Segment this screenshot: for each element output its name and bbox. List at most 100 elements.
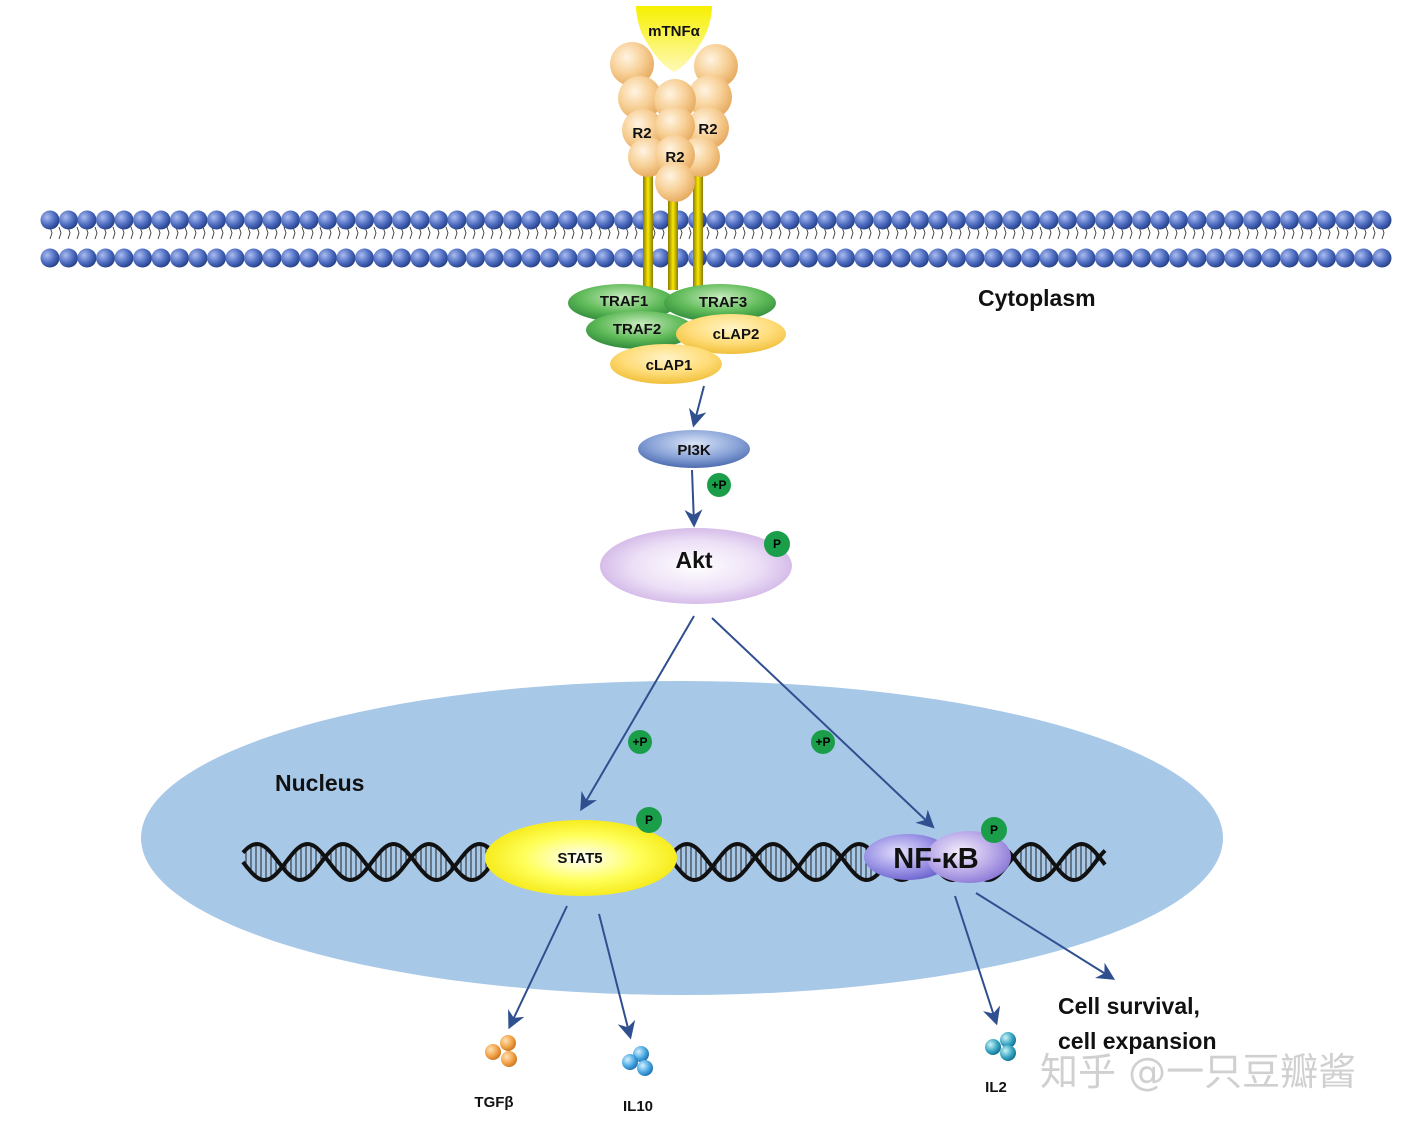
lipid-head (1002, 210, 1022, 230)
lipid-head (207, 248, 226, 268)
nucleus-label: Nucleus (275, 770, 364, 796)
pi3k-label: PI3K (677, 442, 711, 459)
arrow-nfkb-to-il2 (954, 895, 1001, 1026)
lipid-head (188, 210, 208, 230)
lipid-head (133, 210, 152, 230)
lipid-head (1113, 248, 1133, 268)
lipid-head (336, 248, 356, 268)
lipid-head (392, 248, 411, 268)
lipid-head (1076, 248, 1096, 268)
tgfb-label: TGFβ (474, 1094, 513, 1111)
lipid-head (873, 248, 892, 268)
receptor-transmembrane-rods (643, 165, 703, 290)
lipid-head (355, 248, 374, 268)
lipid-head (429, 248, 448, 268)
lipid-head (651, 248, 670, 268)
lipid-head (1058, 210, 1077, 230)
lipid-head (725, 210, 744, 230)
lipid-head (965, 210, 985, 230)
mtnf-alpha-ligand (636, 6, 712, 72)
lipid-head (410, 210, 430, 230)
arrow-akt-to-stat5 (580, 615, 695, 812)
tgfb-molecule-icon (485, 1035, 517, 1067)
nfkb-label: NF-κB (893, 843, 978, 875)
lipid-head (743, 210, 763, 230)
clap1-label: cLAP1 (646, 357, 693, 374)
arrow-pi3k-to-akt (684, 469, 703, 528)
lipid-head (1317, 248, 1336, 268)
lipid-head (225, 248, 245, 268)
cytoplasm-label: Cytoplasm (978, 285, 1096, 311)
lipid-head (1298, 210, 1318, 230)
lipid-head (1150, 210, 1170, 230)
lipid-head (96, 210, 115, 230)
lipid-head (1280, 248, 1299, 268)
traf2-label: TRAF2 (613, 321, 661, 338)
lipid-head (188, 248, 208, 268)
lipid-head (77, 210, 97, 230)
il10-label: IL10 (623, 1098, 653, 1115)
lipid-head (410, 248, 430, 268)
lipid-head (1354, 248, 1373, 268)
lipid-head (1132, 210, 1151, 230)
lipid-head (40, 248, 60, 268)
lipid-head (1224, 210, 1244, 230)
nfkb-node (864, 831, 1011, 883)
lipid-head (1206, 210, 1225, 230)
lipid-head (577, 210, 596, 230)
lipid-head (836, 248, 855, 268)
lipid-head (1335, 248, 1355, 268)
lipid-head (577, 248, 596, 268)
akt-label: Akt (675, 547, 712, 573)
badge-text: +P (632, 735, 647, 749)
lipid-head (1021, 210, 1040, 230)
lipid-head (891, 248, 911, 268)
lipid-head (503, 210, 522, 230)
lipid-head (1372, 248, 1392, 268)
lipid-head (762, 210, 781, 230)
lipid-head (595, 210, 615, 230)
lipid-head (207, 210, 226, 230)
lipid-head (558, 210, 578, 230)
lipid-head (836, 210, 855, 230)
il10-molecule-icon (622, 1046, 653, 1076)
lipid-head (281, 248, 300, 268)
ligand-label: mTNFα (648, 23, 700, 40)
lipid-head (1039, 210, 1059, 230)
lipid-head (244, 210, 263, 230)
lipid-head (910, 248, 929, 268)
il2-molecule-icon (985, 1032, 1016, 1061)
lipid-head (1150, 248, 1170, 268)
lipid-head (96, 248, 115, 268)
lipid-head (1280, 210, 1299, 230)
phosphorylation-badge-nfkb: +P (811, 730, 835, 754)
watermark: 知乎 @一只豆瓣酱 (1040, 1050, 1356, 1094)
lipid-head (614, 248, 633, 268)
badge-text: P (773, 537, 781, 551)
lipid-head (484, 210, 504, 230)
lipid-head (817, 210, 837, 230)
cell-membrane (40, 210, 1392, 268)
lipid-head (1317, 210, 1336, 230)
lipid-head (854, 248, 874, 268)
lipid-head (780, 210, 800, 230)
receptor-center-label: R2 (665, 149, 684, 166)
lipid-head (114, 248, 134, 268)
lipid-head (854, 210, 874, 230)
lipid-head (706, 248, 726, 268)
lipid-head (891, 210, 911, 230)
lipid-head (947, 248, 966, 268)
receptor-right-label: R2 (698, 121, 717, 138)
lipid-head (299, 248, 319, 268)
lipid-head (59, 210, 78, 230)
lipid-head (928, 248, 948, 268)
lipid-head (1298, 248, 1318, 268)
lipid-head (1113, 210, 1133, 230)
phosphorylation-badge-akt: +P (707, 473, 731, 497)
lipid-head (1169, 248, 1188, 268)
lipid-head (947, 210, 966, 230)
lipid-head (817, 248, 837, 268)
lipid-head (77, 248, 97, 268)
lipid-head (928, 210, 948, 230)
